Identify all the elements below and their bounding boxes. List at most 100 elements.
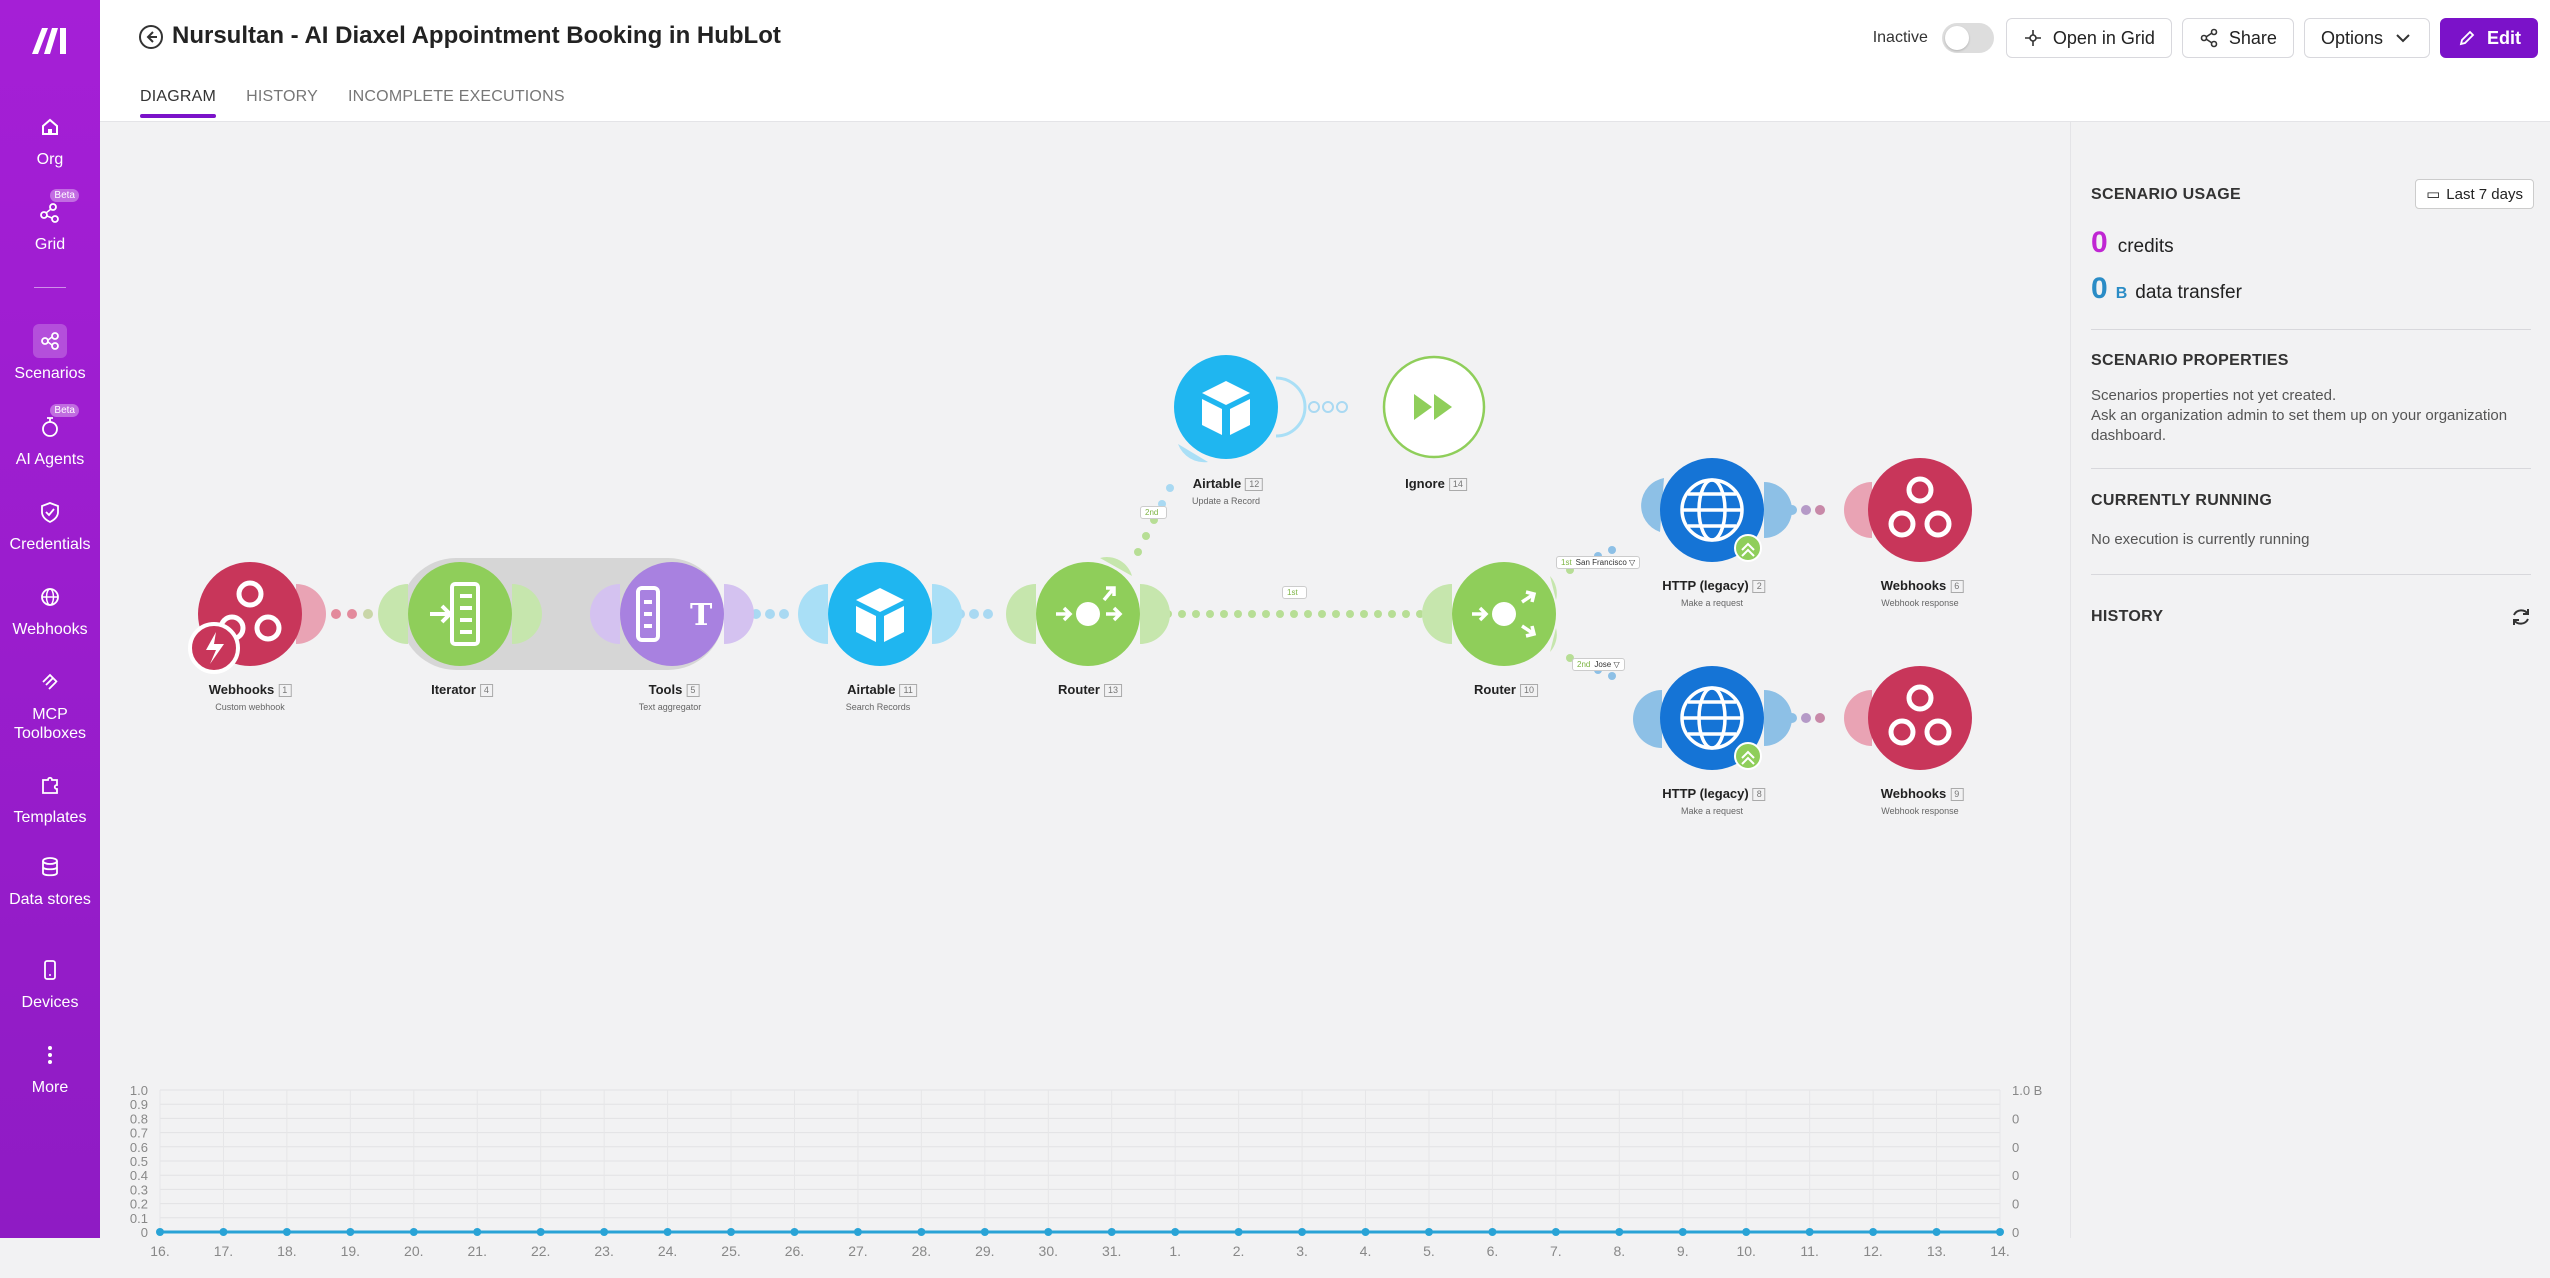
tab-diagram[interactable]: DIAGRAM [140,88,217,118]
sidebar-item-org[interactable]: Org [0,110,100,169]
open-in-grid-button[interactable]: Open in Grid [2005,18,2172,58]
data-point [219,1228,228,1236]
active-toggle[interactable] [1941,23,1994,53]
sidebar-item-devices[interactable]: Devices [0,953,100,1012]
module-airtable-12[interactable] [1174,355,1307,463]
data-point [1488,1228,1497,1236]
options-dropdown[interactable]: Options [2303,18,2430,58]
properties-text: Scenarios properties not yet created.Ask… [2091,387,2508,444]
module-webhooks-6[interactable] [1844,458,1972,562]
y-tick-label: 0.3 [130,1182,148,1197]
sidebar-item-templates[interactable]: Templates [0,768,100,827]
sidebar: Org Beta Grid Scenarios Beta AI Agents C… [0,0,100,1238]
data-point [282,1228,291,1236]
connector-tools-airtable [751,609,789,619]
sidebar-item-ai-agents[interactable]: Beta AI Agents [0,404,100,469]
beta-badge: Beta [50,189,79,202]
status-label: Inactive [1872,29,1928,46]
data-point [1361,1228,1370,1236]
webhook-icon [1888,684,1952,746]
x-tick-label: 14. [1990,1243,2009,1259]
options-label: Options [2320,27,2383,48]
share-button[interactable]: Share [2181,18,2294,58]
chevrons-up-icon [1741,542,1755,557]
filter-icon: ▽ [1613,660,1620,669]
data-point [1996,1228,2004,1236]
shield-check-icon [33,495,67,529]
date-range-button[interactable]: ▭ Last 7 days [2415,179,2534,209]
sidebar-item-scenarios[interactable]: Scenarios [0,324,100,383]
header-actions: Inactive Open in Grid Share Options Edit [1873,18,2538,58]
module-sublabel: Custom webhook [215,702,285,712]
x-tick-label: 19. [341,1243,360,1259]
filter-icon: ▽ [1629,558,1636,567]
y2-tick-label: 0 [2012,1225,2019,1240]
sidebar-item-more[interactable]: More [0,1038,100,1097]
x-tick-label: 12. [1863,1243,1882,1259]
module-sublabel: Make a request [1680,806,1744,816]
share-icon [2200,28,2218,48]
module-http-legacy-8[interactable] [1633,666,1792,770]
more-vertical-icon [33,1038,67,1072]
tab-history[interactable]: HISTORY [246,88,319,105]
data-point [663,1228,672,1236]
page-title: Nursultan - AI Diaxel Appointment Bookin… [172,22,781,49]
x-tick-label: 3. [1296,1243,1308,1259]
sidebar-item-grid[interactable]: Beta Grid [0,189,100,254]
refresh-icon[interactable] [2510,606,2532,628]
route-filter-tag[interactable]: 2nd [1140,506,1168,519]
sidebar-item-webhooks[interactable]: Webhooks [0,580,100,639]
data-point [1424,1228,1433,1236]
module-label-http-legacy-8: HTTP (legacy)8 [1662,786,1766,802]
data-point [1742,1228,1751,1236]
module-ignore-14[interactable] [1382,355,1486,459]
tab-incomplete-executions[interactable]: INCOMPLETE EXECUTIONS [348,88,565,105]
back-arrow-icon[interactable] [138,24,164,50]
data-point [1805,1228,1814,1236]
sidebar-item-data-stores[interactable]: Data stores [0,850,100,909]
chevrons-up-icon [1741,750,1755,765]
sidebar-item-label: Devices [21,994,79,1011]
make-logo-icon[interactable] [28,22,72,58]
data-point [1869,1228,1878,1236]
history-title: HISTORY [2091,608,2164,625]
x-tick-label: 22. [531,1243,550,1259]
connector-webhooks-iterator [331,609,373,619]
route-filter-tag[interactable]: 1st [1282,586,1307,599]
credits-row: 0 credits [2091,226,2174,260]
x-tick-label: 5. [1423,1243,1435,1259]
module-webhooks-1[interactable] [188,562,326,674]
data-point [1932,1228,1941,1236]
edit-button[interactable]: Edit [2440,18,2538,58]
x-tick-label: 26. [785,1243,804,1259]
data-point [536,1228,545,1236]
x-tick-label: 7. [1550,1243,1562,1259]
module-webhooks-9[interactable] [1844,666,1972,770]
module-http-legacy-2[interactable] [1641,458,1792,562]
y-tick-label: 0.7 [130,1126,148,1141]
sidebar-item-mcp-toolboxes[interactable]: MCP Toolboxes [0,665,100,743]
x-tick-label: 8. [1613,1243,1625,1259]
module-router-13[interactable] [1006,557,1170,666]
module-router-10[interactable] [1422,562,1557,666]
module-airtable-11[interactable] [798,562,962,666]
divider [2091,468,2531,469]
y-tick-label: 0.5 [130,1154,148,1169]
module-tools-5[interactable]: T [590,562,754,666]
data-point [1234,1228,1243,1236]
module-sublabel: Text aggregator [638,702,702,712]
scenario-diagram-canvas[interactable]: T [100,122,2070,1259]
phone-icon [33,953,67,987]
x-tick-label: 17. [214,1243,233,1259]
x-tick-label: 6. [1487,1243,1499,1259]
module-iterator-4[interactable] [378,562,542,666]
sidebar-item-credentials[interactable]: Credentials [0,495,100,554]
currently-running-title: CURRENTLY RUNNING [2091,492,2273,509]
